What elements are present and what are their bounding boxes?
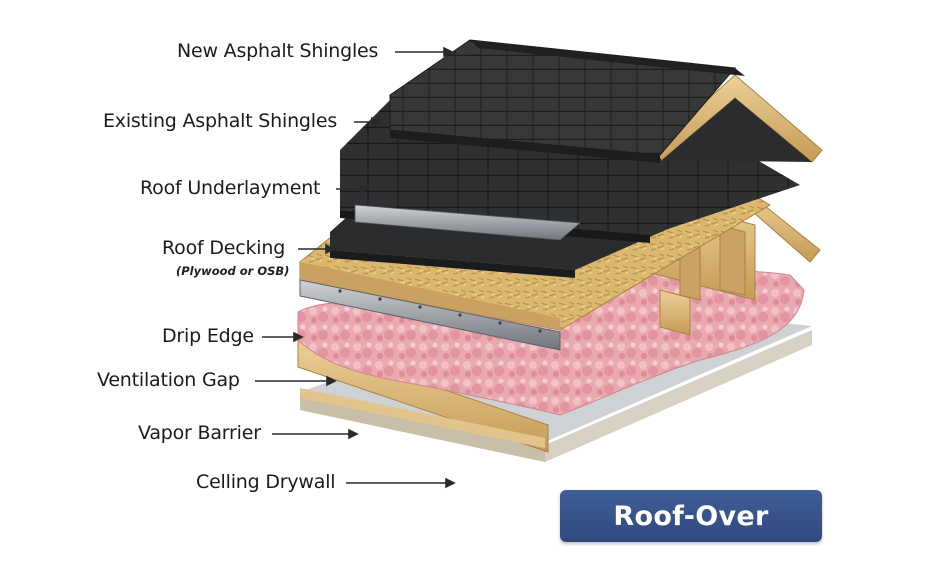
label-existing-asphalt-shingles: Existing Asphalt Shingles [103, 110, 338, 132]
label-ventilation-gap: Ventilation Gap [97, 369, 240, 391]
new-asphalt-shingles-layer [389, 39, 745, 163]
label-roof-decking-material: (Plywood or OSB) [176, 264, 290, 278]
drip-edge-layer [299, 279, 561, 351]
callout-arrows [255, 46, 456, 489]
ceiling-drywall-layer [300, 330, 812, 462]
label-roof-underlayment: Roof Underlayment [140, 177, 321, 199]
roof-over-badge: Roof-Over [560, 490, 822, 542]
badge-label: Roof-Over [613, 500, 769, 532]
label-ceiling-drywall: Celling Drywall [196, 471, 336, 493]
label-vapor-barrier: Vapor Barrier [138, 422, 261, 444]
label-new-asphalt-shingles: New Asphalt Shingles [177, 40, 379, 62]
label-drip-edge: Drip Edge [162, 325, 254, 347]
label-roof-decking: Roof Decking [162, 237, 286, 259]
